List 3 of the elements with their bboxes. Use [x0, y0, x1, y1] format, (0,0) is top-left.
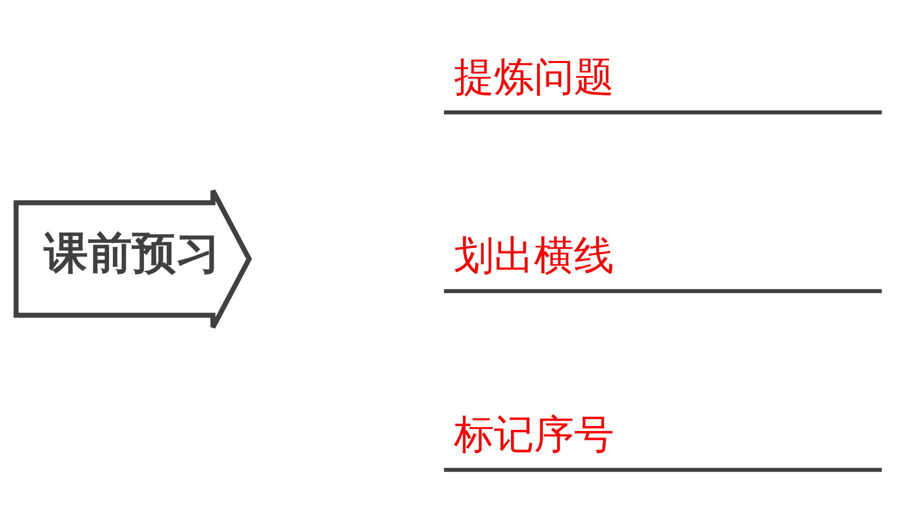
- node-text: 提炼问题: [454, 54, 614, 100]
- node-text: 划出横线: [454, 233, 614, 280]
- node-text: 标记序号: [454, 412, 614, 458]
